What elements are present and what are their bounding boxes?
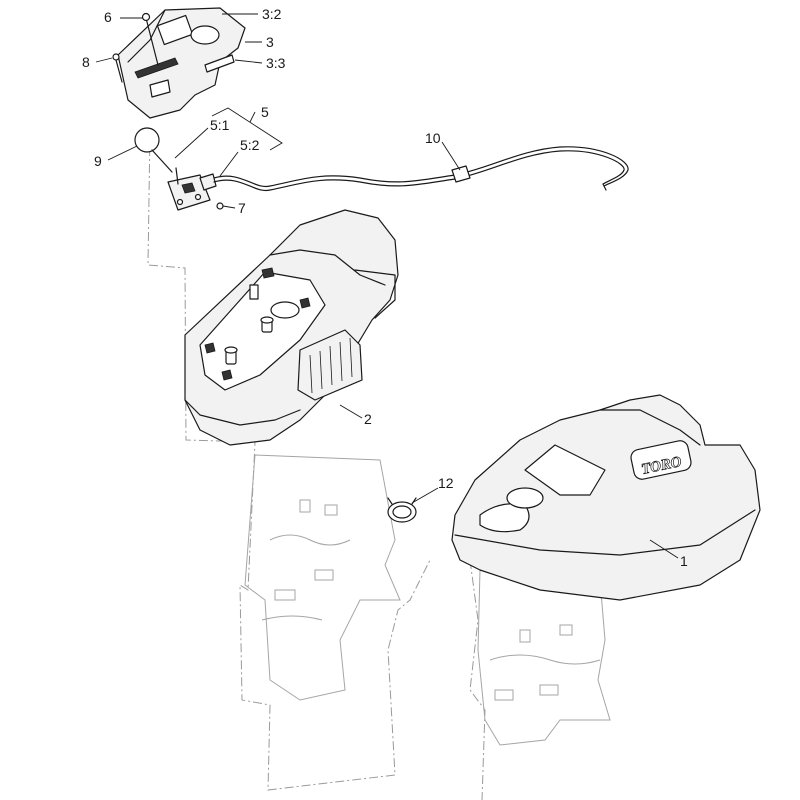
callout-6: 6: [104, 9, 112, 25]
screw-small[interactable]: [216, 202, 224, 210]
callout-3-2: 3:2: [262, 6, 282, 22]
callout-5: 5: [261, 104, 269, 120]
callout-8: 8: [82, 54, 90, 70]
control-plate[interactable]: [117, 7, 246, 119]
callout-1: 1: [680, 553, 688, 569]
cover-tray: [524, 444, 606, 496]
cable-clip[interactable]: [451, 165, 471, 183]
grommet-ring[interactable]: [387, 497, 417, 523]
callout-2: 2: [364, 411, 372, 427]
plate-window-upper: [156, 14, 194, 46]
shift-slot: [134, 57, 179, 79]
callout-9: 9: [94, 153, 102, 169]
plate-round-opening: [190, 25, 220, 45]
plate-window-lower: [149, 79, 171, 98]
plate-slot-right: [204, 54, 235, 73]
console-cover[interactable]: TORO: [451, 394, 761, 601]
callout-10: 10: [425, 130, 441, 146]
callout-7: 7: [238, 200, 246, 216]
pin[interactable]: [141, 12, 159, 66]
callout-3-3: 3:3: [266, 55, 286, 71]
shift-knob[interactable]: [134, 127, 173, 173]
cup-holder: [479, 503, 530, 533]
leader-lines: [95, 13, 679, 559]
shift-cable[interactable]: [213, 146, 629, 192]
shift-lever-assembly[interactable]: [167, 167, 217, 211]
callout-5-2: 5:2: [240, 137, 260, 153]
ghost-frame-left: [147, 129, 431, 791]
cup-holder-rim: [506, 487, 544, 509]
console-housing[interactable]: [184, 209, 399, 446]
ghost-frame-right: [469, 559, 611, 800]
toro-badge: [630, 440, 692, 480]
console-boss: [270, 301, 300, 319]
screw-left[interactable]: [112, 53, 123, 83]
callout-3: 3: [266, 34, 274, 50]
callout-12: 12: [438, 475, 454, 491]
callout-labels: 6 3:2 3 3:3 8 5 5:1 5:2 9 7 10 2 12 1: [82, 6, 688, 569]
callout-5-1: 5:1: [210, 117, 230, 133]
